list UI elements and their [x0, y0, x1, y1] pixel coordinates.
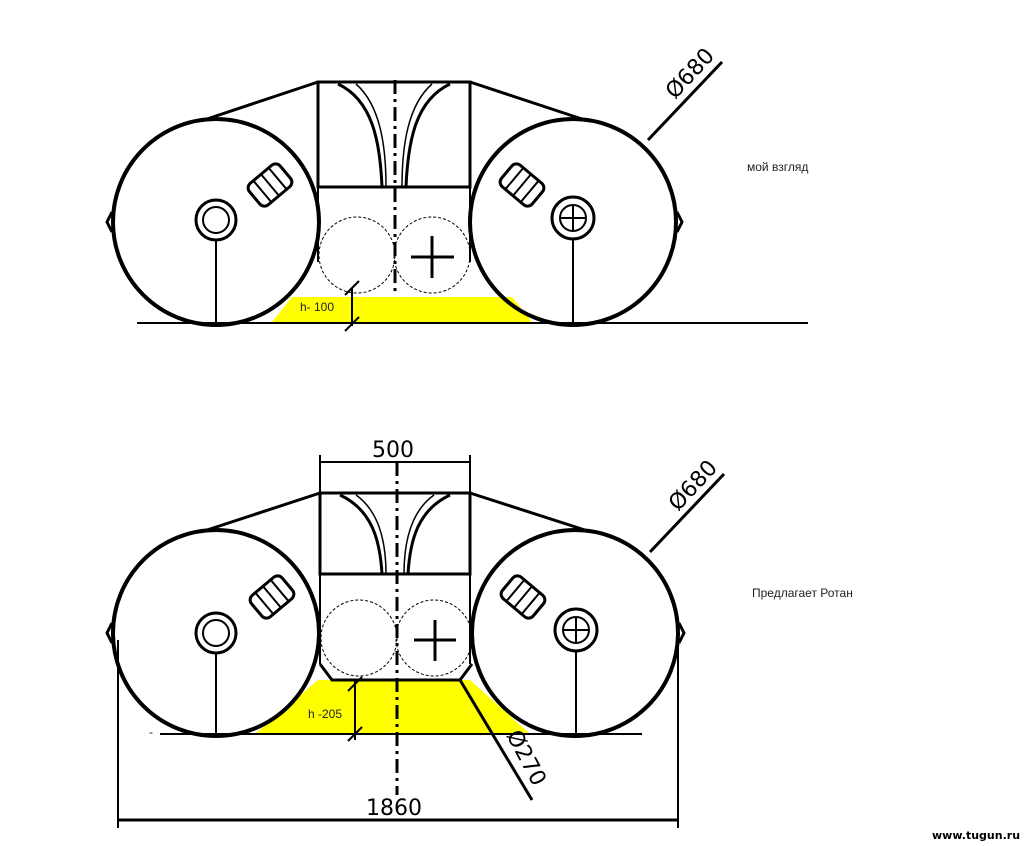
top-right-valve-icon: [498, 162, 546, 208]
top-right-curve: [404, 82, 451, 188]
bottom-inner-right-wheel: [395, 599, 473, 677]
bottom-width-label: 500: [372, 438, 414, 463]
top-right-curve-inner: [401, 83, 433, 188]
bottom-small-diameter-leader: [458, 679, 534, 801]
top-view: Ø680 h- 100 мой взгляд: [105, 44, 808, 332]
top-inner-right-wheel: [393, 216, 471, 294]
top-left-wheel-bump: [105, 211, 114, 233]
bottom-dash-mark: -: [149, 725, 153, 739]
bottom-belt-left: [203, 491, 321, 533]
top-diameter-leader: [646, 60, 724, 142]
top-left-valve-icon: [246, 162, 294, 208]
top-height-label: h- 100: [300, 300, 334, 314]
bottom-yellow-fill: [255, 680, 530, 734]
top-right-wheel-bump: [675, 211, 684, 233]
bottom-right-wheel-bump: [677, 622, 686, 644]
bottom-left-valve-icon: [248, 574, 296, 620]
bottom-right-wheel: [470, 528, 680, 738]
bottom-height-label: h -205: [308, 707, 342, 721]
top-belt-right: [469, 80, 586, 122]
watermark: www.tugun.ru: [932, 829, 1020, 842]
bottom-caption: Предлагает Ротан: [752, 586, 853, 600]
top-left-curve-inner: [355, 83, 387, 188]
bottom-belt-right: [469, 491, 589, 533]
bottom-left-hub-inner: [202, 619, 230, 647]
bottom-length-label: 1860: [366, 796, 422, 821]
bottom-left-wheel-bump: [105, 622, 114, 644]
bottom-right-valve-icon: [499, 574, 547, 620]
top-yellow-fill: [272, 297, 532, 322]
bottom-view: -: [105, 438, 853, 828]
top-belt-left: [203, 80, 319, 122]
bottom-housing-upper: [318, 491, 472, 576]
bottom-inner-left-wheel: [320, 599, 398, 677]
top-left-curve: [337, 82, 384, 188]
top-left-hub-inner: [202, 206, 230, 234]
top-caption: мой взгляд: [747, 160, 808, 174]
